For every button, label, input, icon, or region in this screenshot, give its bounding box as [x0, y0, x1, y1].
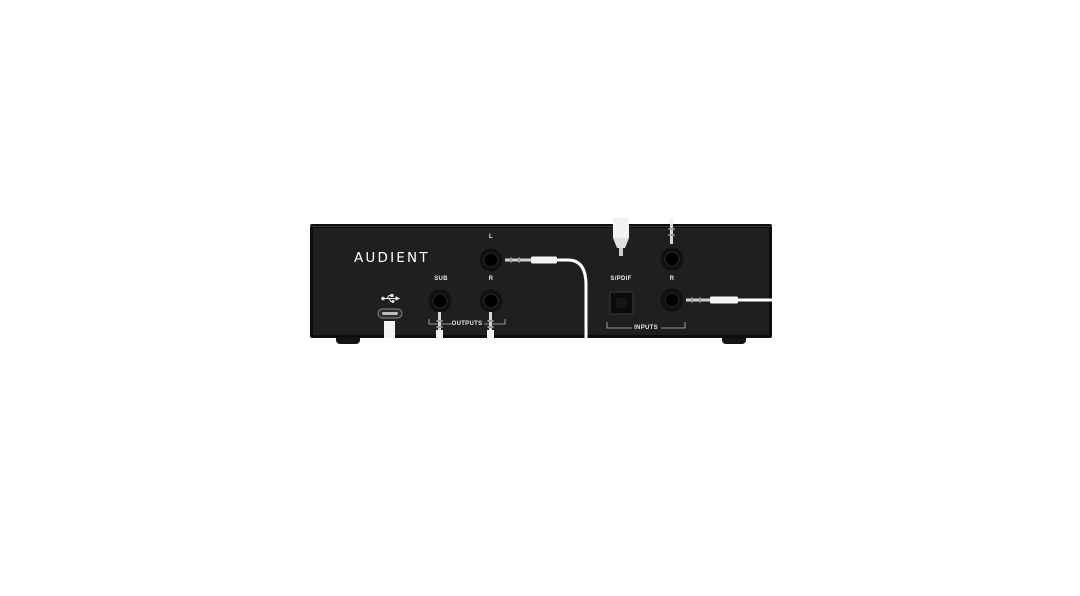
rear-panel	[313, 228, 769, 335]
inputs-bracket	[606, 322, 686, 329]
jack-out-l[interactable]	[479, 248, 503, 272]
label-inputs: INPUTS	[634, 325, 658, 331]
plug-sub	[436, 312, 443, 338]
usb-cable	[384, 321, 395, 338]
jack-in-l[interactable]	[660, 247, 684, 271]
jack-in-r[interactable]	[660, 288, 684, 312]
label-out-r: R	[488, 276, 494, 282]
brand-logo: AUDIENT	[354, 250, 430, 266]
plug-in-l	[668, 218, 675, 244]
cable-in-r	[686, 296, 780, 304]
usb-c-port[interactable]	[377, 308, 403, 319]
label-in-r: R	[669, 276, 675, 282]
spdif-port[interactable]	[609, 291, 634, 315]
outputs-bracket	[428, 319, 506, 325]
jack-out-r[interactable]	[479, 289, 503, 313]
optical-plug	[613, 218, 629, 256]
cable-out-l	[505, 256, 588, 338]
jack-sub[interactable]	[428, 289, 452, 313]
label-sub: SUB	[434, 276, 448, 282]
usb-icon	[381, 294, 401, 303]
plug-out-r	[487, 312, 494, 338]
label-outputs: OUTPUTS	[451, 321, 483, 327]
label-spdif: S/PDIF	[610, 276, 632, 282]
label-out-l: L	[489, 234, 493, 240]
